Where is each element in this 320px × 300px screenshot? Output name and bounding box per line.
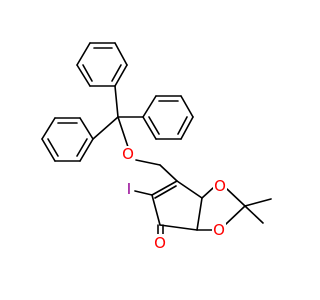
linker-bonds: [135, 159, 178, 182]
phenyl-ring-left: [41, 117, 94, 162]
dioxolane-ring: [196, 187, 272, 231]
carbonyl-oxygen-label: O: [154, 234, 166, 252]
trityl-center-bonds: [92, 85, 144, 148]
atom-labels: O O O O I: [121, 145, 227, 252]
iodine-label: I: [127, 180, 131, 198]
dioxolane-oxygen-bottom-label: O: [213, 221, 225, 239]
molecule-diagram: O O O O I: [41, 42, 272, 252]
phenyl-ring-top: [76, 42, 128, 87]
phenyl-ring-right: [142, 95, 194, 140]
ether-oxygen-label: O: [122, 145, 134, 163]
dioxolane-oxygen-top-label: O: [214, 177, 226, 195]
cyclopentenone-ring: [134, 180, 203, 236]
